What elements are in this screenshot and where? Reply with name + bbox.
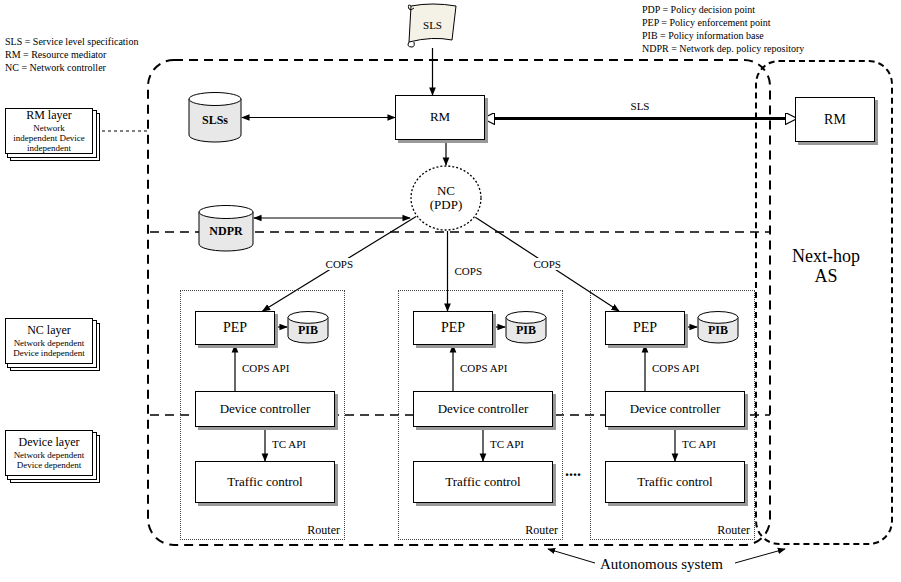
- database-cylinder: PIB: [697, 311, 739, 343]
- node-title: NC (PDP): [426, 184, 466, 213]
- node-title: SLSs: [202, 114, 228, 127]
- process-box: RM: [795, 97, 875, 142]
- layer-leader: [90, 131, 148, 132]
- region-pointer: [735, 549, 785, 563]
- node-title: RM: [824, 112, 846, 127]
- connector: [493, 326, 505, 327]
- process-box: Device controller: [605, 391, 745, 427]
- node-title: Next-hop AS: [786, 247, 866, 287]
- node-subtitle: Network dependent Device dependent: [12, 451, 86, 471]
- controller-cloud: NC (PDP): [410, 165, 482, 231]
- node-title: Device layer: [19, 436, 80, 449]
- ellipsis-mark: ....: [565, 462, 581, 480]
- connector: [485, 117, 795, 120]
- connector-label: COPS API: [650, 362, 701, 374]
- router-box: Router PEP PIB Device controllerTraffic con…: [590, 290, 755, 540]
- connector: [452, 345, 453, 391]
- node-title: PEP: [441, 320, 465, 335]
- abbreviation-note: PDP = Policy decision point: [642, 4, 755, 16]
- connector: [445, 140, 446, 165]
- node-title: Traffic control: [445, 475, 520, 489]
- connector-label: SLS: [629, 100, 652, 112]
- node-subtitle: Network independent Device independent: [12, 124, 86, 154]
- connector: [447, 231, 448, 311]
- connector-label: COPS: [453, 265, 485, 277]
- process-box: PEP: [605, 311, 685, 345]
- connector: [475, 217, 619, 311]
- node-title: Router: [717, 524, 750, 537]
- process-box: Traffic control: [605, 461, 745, 503]
- abbreviation-note: NDPR = Network dep. policy repository: [642, 43, 804, 55]
- database-cylinder: PIB: [505, 311, 547, 343]
- router-box: Router PEP PIB Device controllerTraffic con…: [398, 290, 563, 540]
- connector: [242, 117, 395, 118]
- layer-label: NC layerNetwork dependent Device indepen…: [5, 318, 93, 364]
- connector-label: TC API: [270, 438, 308, 450]
- process-box: Device controller: [195, 391, 335, 427]
- node-title: NDPR: [209, 225, 242, 238]
- node-title: Device controller: [220, 402, 311, 416]
- connector: [482, 427, 483, 461]
- connector-label: TC API: [488, 438, 526, 450]
- database-cylinder: SLSs: [188, 92, 242, 142]
- database-cylinder: NDPR: [198, 205, 254, 251]
- connector-label: COPS API: [458, 362, 509, 374]
- connector-label: COPS API: [240, 362, 291, 374]
- connector: [644, 345, 645, 391]
- as-region: [148, 60, 770, 545]
- abbreviation-note: SLS = Service level specification: [5, 36, 138, 48]
- process-box: Traffic control: [413, 461, 553, 503]
- node-title: RM: [430, 110, 450, 124]
- node-title: RM layer: [26, 109, 72, 122]
- node-title: PEP: [633, 320, 657, 335]
- connector: [674, 427, 675, 461]
- process-box: Traffic control: [195, 461, 335, 503]
- node-title: PIB: [708, 324, 728, 337]
- abbreviation-note: PEP = Policy enforcement point: [642, 17, 771, 29]
- process-box: PEP: [195, 311, 275, 345]
- node-title: NC layer: [27, 324, 71, 337]
- node-title: Device controller: [630, 402, 721, 416]
- abbreviation-note: NC = Network controller: [5, 62, 106, 74]
- node-title: Router: [525, 524, 558, 537]
- connector: [432, 48, 433, 95]
- layer-label: Device layerNetwork dependent Device dep…: [5, 430, 93, 476]
- node-title: PIB: [298, 324, 318, 337]
- region-pointer: [548, 549, 595, 563]
- connector-label: TC API: [680, 438, 718, 450]
- abbreviation-note: RM = Resource mediator: [5, 49, 106, 61]
- node-title: SLS: [423, 19, 442, 31]
- connector: [234, 345, 235, 391]
- process-box: RM: [395, 95, 485, 140]
- abbreviation-note: PIB = Policy information base: [642, 30, 764, 42]
- connector: [264, 427, 265, 461]
- connector: [254, 217, 410, 218]
- node-title: Traffic control: [227, 475, 302, 489]
- database-cylinder: PIB: [287, 311, 329, 343]
- router-box: Router PEP PIB Device controllerTraffic con…: [180, 290, 345, 540]
- process-box: PEP: [413, 311, 493, 345]
- node-title: PIB: [516, 324, 536, 337]
- node-title: Device controller: [438, 402, 529, 416]
- connector: [263, 216, 417, 311]
- node-title: PEP: [223, 320, 247, 335]
- sls-scroll: SLS: [405, 2, 460, 48]
- connector-label: COPS: [324, 258, 356, 270]
- as-region: Next-hop AS RM: [755, 60, 893, 545]
- layer-label: RM layerNetwork independent Device indep…: [5, 108, 93, 154]
- connector: [685, 326, 697, 327]
- connector-label: COPS: [531, 258, 563, 270]
- process-box: Device controller: [413, 391, 553, 427]
- node-title: Router: [307, 524, 340, 537]
- connector: [275, 326, 287, 327]
- node-subtitle: Network dependent Device independent: [12, 339, 86, 359]
- node-title: Traffic control: [637, 475, 712, 489]
- region-label: Autonomous system: [600, 556, 723, 573]
